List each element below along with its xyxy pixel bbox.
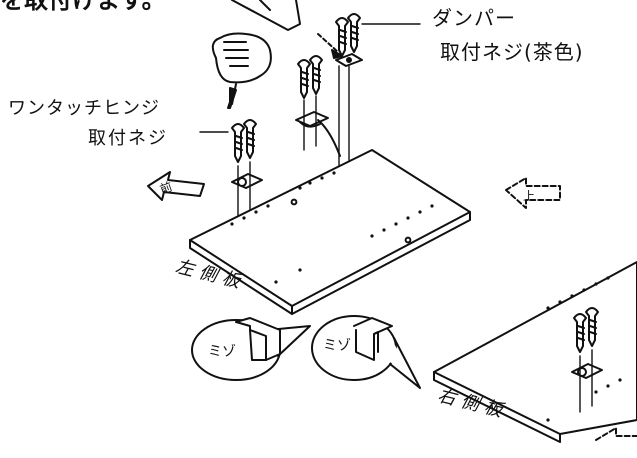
screwdriver-hand-icon xyxy=(211,32,272,109)
partial-direction-arrow xyxy=(595,427,637,441)
front-direction-arrow xyxy=(147,171,205,201)
damper-box xyxy=(231,0,301,31)
groove-label-left: ミゾ xyxy=(208,344,236,360)
damper-screw xyxy=(347,13,361,53)
hinge-screw xyxy=(297,59,311,99)
damper-label-line2: 取付ネジ(茶色) xyxy=(440,40,584,64)
hinge-screw xyxy=(573,313,587,353)
hinge-screw xyxy=(243,119,257,159)
hinge-plate xyxy=(231,173,263,189)
up-arrow-label: 上 xyxy=(523,189,536,203)
hinge-label-line2: 取付ネジ xyxy=(88,128,168,149)
hinge-screw xyxy=(309,55,323,95)
damper-screw xyxy=(335,17,349,57)
damper-plate xyxy=(335,53,363,67)
groove-callout-right xyxy=(311,315,421,389)
right-side-panel xyxy=(433,261,637,443)
left-side-panel xyxy=(189,149,471,315)
damper-label-line1: ダンパー xyxy=(432,6,516,30)
hinge-plate xyxy=(295,111,341,157)
up-direction-arrow xyxy=(505,177,561,209)
guide-line xyxy=(317,33,339,53)
hinge-label-line1: ワンタッチヒンジ xyxy=(8,98,160,119)
instruction-heading: を取付けます。 xyxy=(0,0,166,14)
hinge-screw xyxy=(585,307,599,347)
guide-arrowhead xyxy=(331,49,343,59)
groove-callout-left xyxy=(191,317,311,381)
hinge-screw xyxy=(231,123,245,163)
groove-label-right: ミゾ xyxy=(323,338,351,354)
